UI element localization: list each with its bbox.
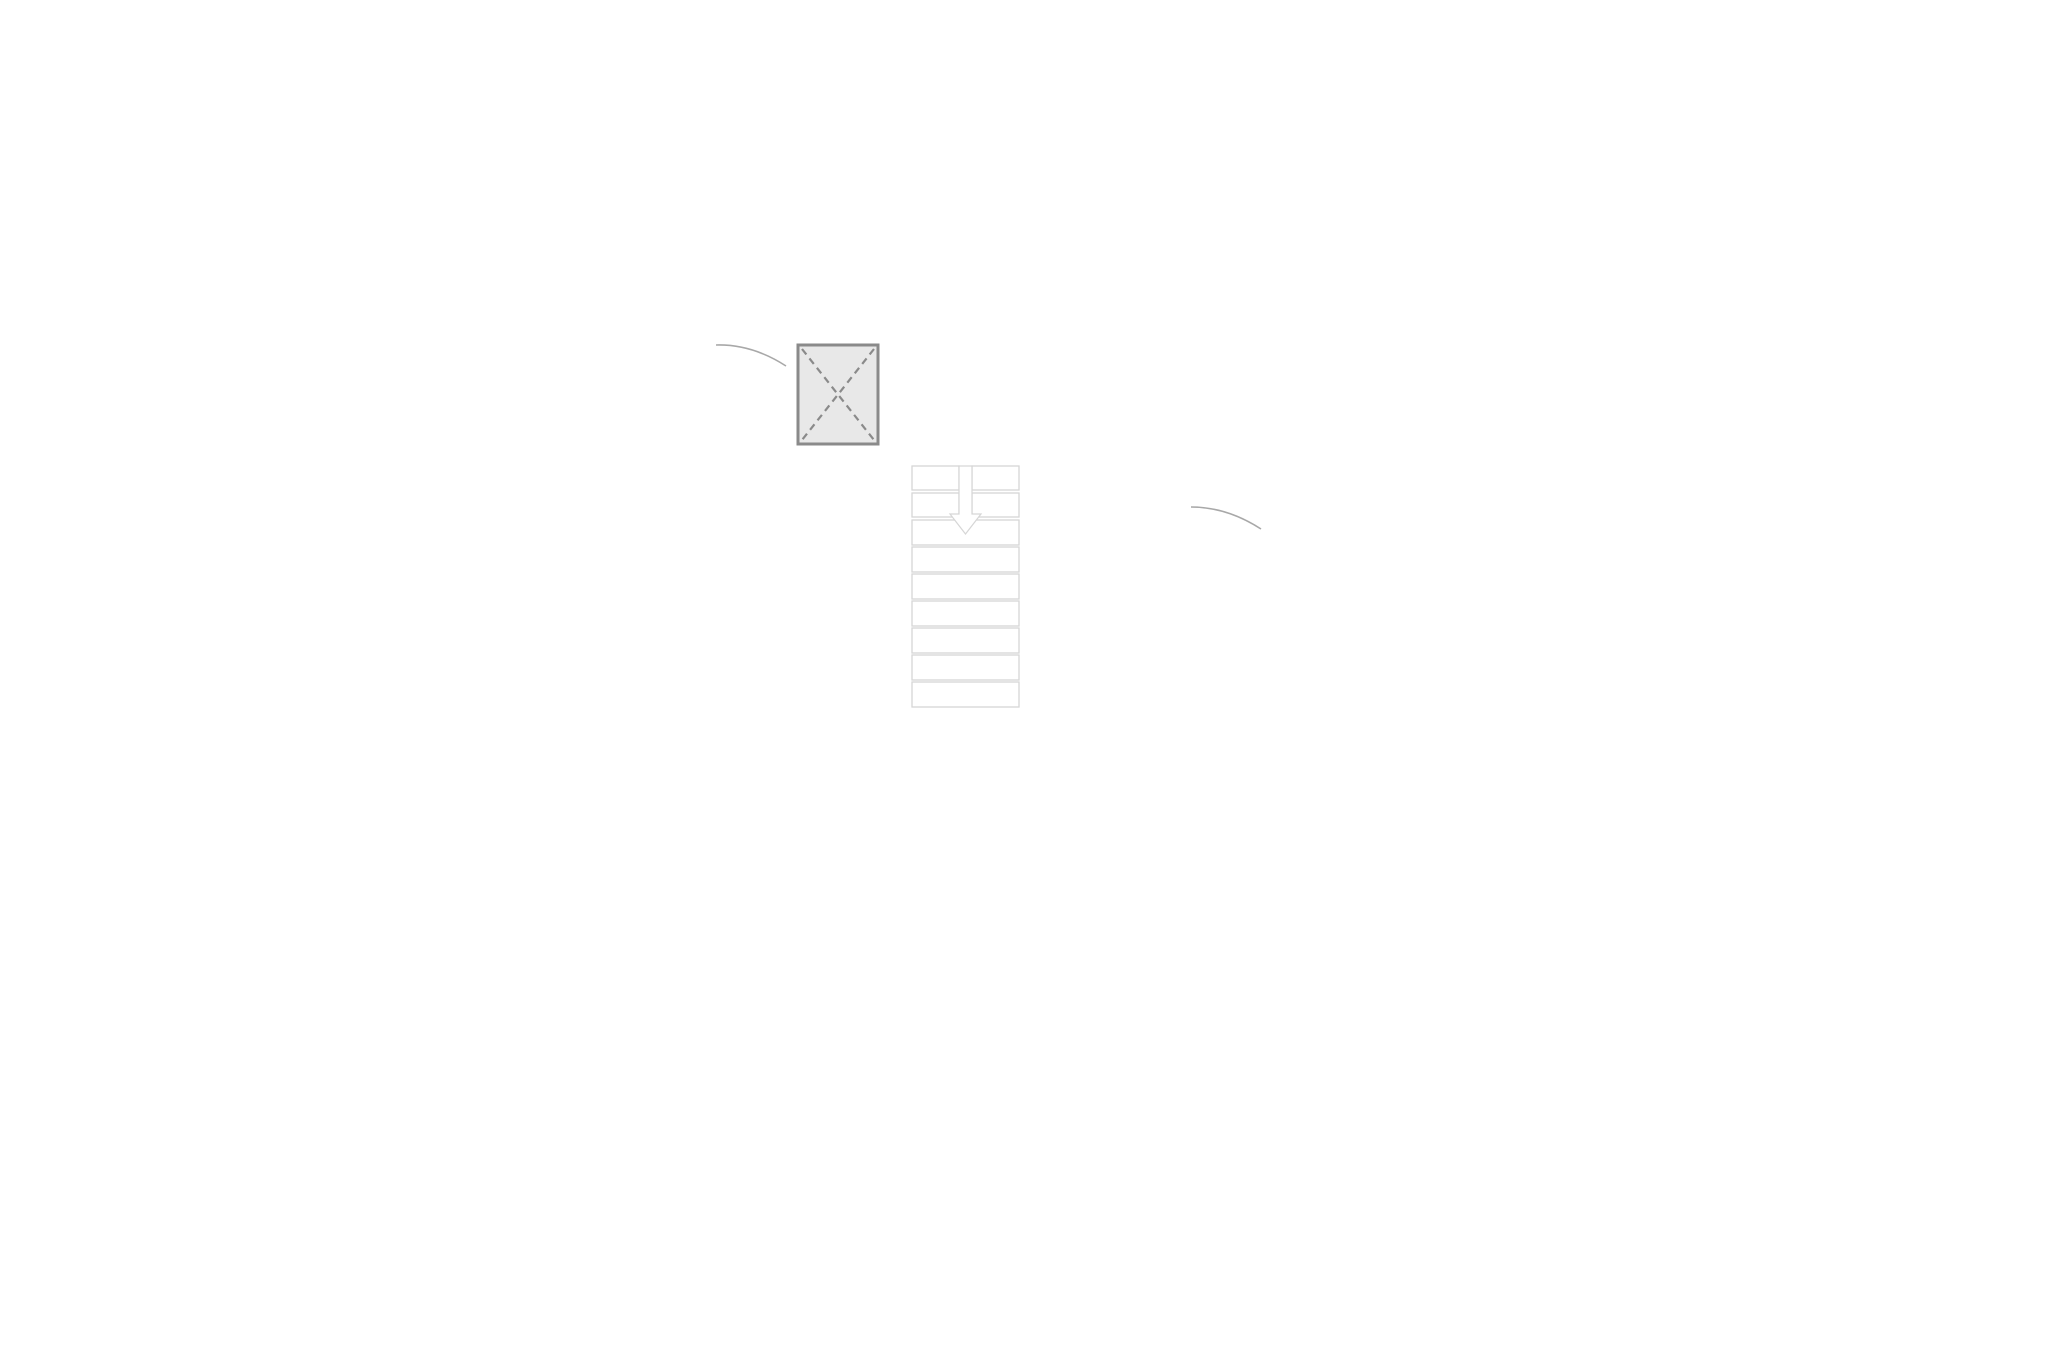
stair-tread <box>911 627 1020 654</box>
stair-tread <box>911 465 960 491</box>
stair-tread <box>911 654 1020 681</box>
connector-curve-right <box>1190 506 1262 530</box>
placeholder-cross-line <box>801 348 875 441</box>
stair-tread <box>911 681 1020 708</box>
stair-tread <box>911 546 1020 573</box>
stair-tread <box>971 465 1020 491</box>
stair-tread <box>911 573 1020 600</box>
placeholder-box <box>796 343 880 446</box>
connector-curve-left <box>715 344 787 367</box>
placeholder-cross-line <box>801 348 875 441</box>
stair-tread <box>911 600 1020 627</box>
stair-direction-arrow-icon <box>948 465 983 535</box>
staircase-plan <box>911 465 1020 708</box>
